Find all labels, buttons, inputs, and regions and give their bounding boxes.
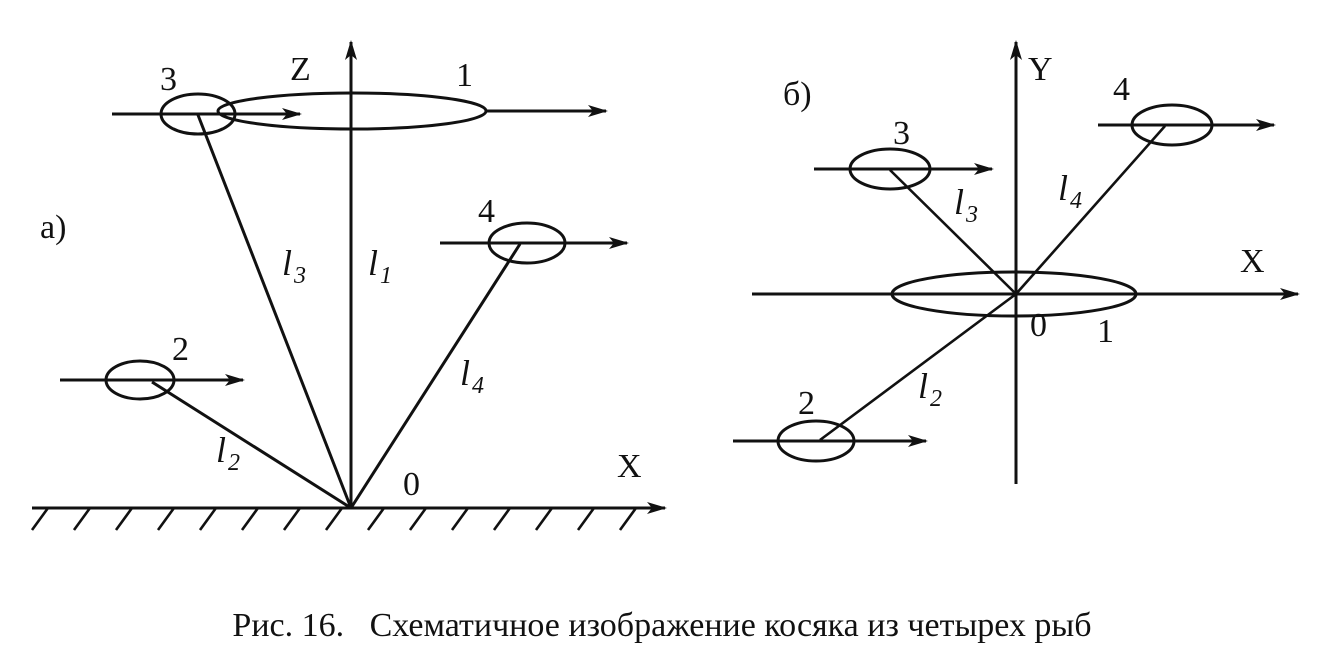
y-axis-label: Y — [1028, 51, 1053, 88]
ground-hatching — [30, 507, 638, 531]
fish-2-a-number: 2 — [172, 331, 189, 368]
distance-line-4-a — [349, 243, 522, 509]
origin-a-label: 0 — [403, 466, 420, 503]
panel-a: а) X 0 Z 1 — [30, 40, 667, 531]
panel-a-label: а) — [40, 209, 66, 246]
distance-label-l2-b: l2 — [918, 366, 942, 412]
fish-3-a-number: 3 — [160, 61, 177, 98]
fish-1-b — [890, 270, 1138, 318]
distance-line-3-b — [889, 169, 1017, 295]
fish-1-b-number: 1 — [1097, 313, 1114, 350]
fish-2-b-number: 2 — [798, 385, 815, 422]
distance-label-l4-a: l4 — [460, 353, 484, 399]
panel-b: б) Y X 0 1 3 4 2 l3 l4 l2 — [733, 40, 1300, 484]
figure-caption: Рис. 16. Схематичное изображение косяка … — [232, 607, 1091, 644]
distance-label-l4-b: l4 — [1058, 168, 1082, 214]
distance-line-4-b — [1015, 125, 1166, 295]
z-axis-label: Z — [290, 51, 311, 88]
fish-1-a-number: 1 — [456, 57, 473, 94]
fish-4-a-number: 4 — [478, 193, 495, 230]
distance-line-3-a — [196, 114, 353, 509]
distance-line-2-b — [819, 292, 1017, 442]
distance-label-l1-a: l1 — [368, 243, 392, 289]
distance-label-l2-a: l2 — [216, 430, 240, 476]
fish-3-b-number: 3 — [893, 115, 910, 152]
fish-4-b-number: 4 — [1113, 71, 1130, 108]
distance-line-2-a — [151, 380, 352, 510]
origin-b-label: 0 — [1030, 307, 1047, 344]
panel-b-label: б) — [783, 76, 812, 113]
distance-label-l3-b: l3 — [954, 182, 978, 228]
distance-label-l3-a: l3 — [282, 243, 306, 289]
x-axis-b-label: X — [1240, 243, 1265, 280]
x-axis-a-label: X — [617, 448, 642, 485]
